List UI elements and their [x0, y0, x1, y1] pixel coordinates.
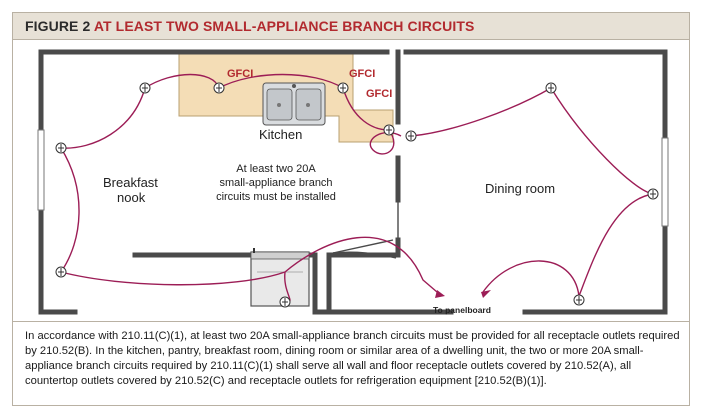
receptacle-gfci-3: [383, 124, 395, 136]
figure-label: FIGURE 2: [25, 18, 91, 34]
receptacles: [55, 82, 659, 308]
figure-heading: AT LEAST TWO SMALL-APPLIANCE BRANCH CIRC…: [93, 18, 475, 34]
receptacle-dining-bottom: [573, 294, 585, 306]
note-line-3: circuits must be installed: [216, 191, 336, 203]
gfci-label-2: GFCI: [349, 68, 375, 80]
room-label-breakfast-1: Breakfast: [103, 175, 158, 190]
receptacle-dining-left: [405, 130, 417, 142]
gfci-label-3: GFCI: [366, 88, 392, 100]
receptacle-dining-right: [647, 188, 659, 200]
floor-plan-diagram: GFCI GFCI GFCI Kitchen Breakfast nook Di…: [37, 49, 669, 315]
gfci-labels: GFCI GFCI GFCI: [227, 68, 392, 100]
range-appliance: [250, 248, 310, 307]
room-labels: Kitchen Breakfast nook Dining room: [103, 127, 555, 205]
receptacle-top-left: [139, 82, 151, 94]
receptacle-breakfast-upper: [55, 142, 67, 154]
receptacle-gfci-2: [337, 82, 349, 94]
room-label-kitchen: Kitchen: [259, 127, 302, 142]
note-line-1: At least two 20A: [236, 163, 316, 175]
room-label-breakfast-2: nook: [117, 190, 146, 205]
figure-title: FIGURE 2 AT LEAST TWO SMALL-APPLIANCE BR…: [25, 18, 474, 34]
room-label-dining: Dining room: [485, 181, 555, 196]
figure-caption: In accordance with 210.11(C)(1), at leas…: [25, 330, 680, 387]
gfci-label-1: GFCI: [227, 68, 253, 80]
receptacle-breakfast-lower: [55, 266, 67, 278]
caption-divider: [13, 321, 689, 322]
doors: [332, 200, 399, 259]
receptacle-dining-top: [545, 82, 557, 94]
kitchen-sink: [262, 82, 326, 126]
panelboard-arrows: [435, 290, 491, 298]
figure-frame: FIGURE 2 AT LEAST TWO SMALL-APPLIANCE BR…: [12, 12, 690, 406]
note-line-2: small-appliance branch: [219, 177, 332, 189]
panelboard-label: To panelboard: [433, 305, 491, 315]
windows: [37, 129, 669, 227]
receptacle-gfci-1: [213, 82, 225, 94]
figure-title-bar: FIGURE 2 AT LEAST TWO SMALL-APPLIANCE BR…: [13, 13, 689, 40]
circuit-note: At least two 20A small-appliance branch …: [216, 163, 336, 203]
receptacle-range: [279, 296, 291, 308]
